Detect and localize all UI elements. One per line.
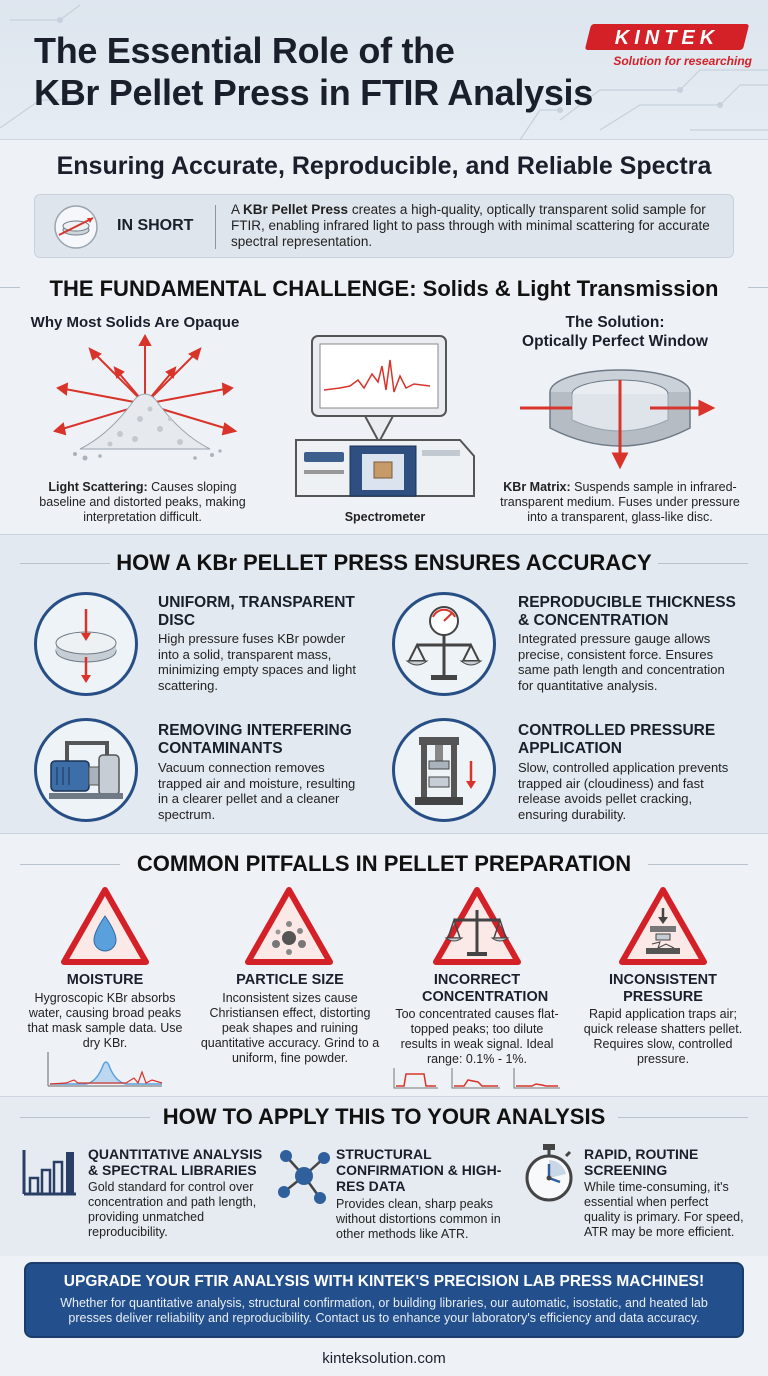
opaque-solids-heading: Why Most Solids Are Opaque [30,314,240,331]
pellet-icon [54,205,98,249]
pitfalls-section-title: COMMON PITFALLS IN PELLET PREPARATION [136,851,632,876]
solution-heading-line-2: Optically Perfect Window [522,333,708,350]
challenge-section-title: THE FUNDAMENTAL CHALLENGE: Solids & Ligh… [49,276,719,301]
kbr-matrix-caption-text: Suspends sample in infrared-transparent … [500,480,740,524]
vacuum-pump-icon [34,718,138,822]
molecule-icon [278,1150,330,1204]
footer-url[interactable]: kinteksolution.com [322,1350,446,1367]
press-warning-icon [619,887,707,965]
divider [618,1117,748,1118]
header: The Essential Role of the KBr Pellet Pre… [0,0,768,141]
in-short-label: IN SHORT [117,217,194,234]
spectrometer-caption: Spectrometer [344,510,426,524]
press-icon [392,718,496,822]
title-line-1: The Essential Role of the [34,30,455,71]
apply-item-text: Gold standard for control over concentra… [88,1180,257,1239]
pitfall-text: Inconsistent sizes cause Christiansen ef… [200,991,380,1065]
in-short-text: A KBr Pellet Press creates a high-qualit… [231,202,731,250]
kbr-window-illustration [520,369,716,470]
in-short-text-pre: A [231,202,244,217]
apply-section [0,1096,768,1256]
divider [215,205,216,249]
accuracy-section-title: HOW A KBr PELLET PRESS ENSURES ACCURACY [116,550,652,575]
pitfall-title-text: INCORRECT CONCENTRATION [422,972,549,1005]
accuracy-item-text: Vacuum connection removes trapped air an… [158,760,356,822]
pitfall-title: INCORRECT CONCENTRATION [392,972,562,1006]
pitfall-title: MOISTURE [66,972,144,988]
pitfall-text: Hygroscopic KBr absorbs water, causing b… [27,991,183,1050]
bar-chart-icon [22,1150,76,1196]
accuracy-item-title: REPRODUCIBLE THICKNESS & CONCENTRATION [518,594,736,629]
apply-section-title: HOW TO APPLY THIS TO YOUR ANALYSIS [162,1104,606,1129]
water-drop-warning-icon [61,887,149,965]
accuracy-item-title: CONTROLLED PRESSURE APPLICATION [518,722,716,757]
divider [0,287,20,288]
divider [658,563,748,564]
concentration-spectra-graphic [393,1068,560,1089]
cta-title: UPGRADE YOUR FTIR ANALYSIS WITH KINTEK'S… [63,1273,705,1290]
title-line-2: KBr Pellet Press in FTIR Analysis [34,72,593,113]
scattering-powder-illustration [52,333,238,461]
logo-tagline: Solution for researching [613,54,752,68]
kbr-matrix-caption: KBr Matrix: Suspends sample in infrared-… [495,480,745,525]
in-short-text-post: creates a high-quality, optically transp… [231,202,710,249]
scattering-caption-bold: Light Scattering: [48,480,148,494]
kintek-logo[interactable]: KINTEK Solution for researching [582,24,752,72]
pitfall-text: Rapid application traps air; quick relea… [583,1007,743,1066]
cta-text: Whether for quantitative analysis, struc… [60,1296,708,1325]
scale-warning-icon [433,887,521,965]
pitfall-title: PARTICLE SIZE [236,972,344,988]
accuracy-item-title: REMOVING INTERFERING CONTAMINANTS [158,722,352,757]
divider [20,864,120,865]
circuit-background [0,4,768,141]
divider [20,563,110,564]
gauge-scale-icon [392,592,496,696]
divider [648,864,748,865]
solution-heading-line-1: The Solution: [565,314,665,331]
scattering-caption-text: Causes sloping baseline and distorted pe… [39,480,246,524]
accuracy-item-text: Integrated pressure gauge allows precise… [518,631,725,693]
logo-text: KINTEK [614,27,720,49]
apply-item-text: Provides clean, sharp peaks without dist… [336,1197,501,1241]
in-short-text-bold: KBr Pellet Press [243,202,349,217]
pitfall-text: Too concentrated causes flat-topped peak… [395,1007,559,1066]
pitfall-title-text: INCONSISTENT PRESSURE [609,972,717,1005]
disc-icon [34,592,138,696]
cta-banner[interactable]: UPGRADE YOUR FTIR ANALYSIS WITH KINTEK'S… [24,1262,744,1338]
scattering-caption: Light Scattering: Causes sloping baselin… [30,480,255,525]
apply-item-title: QUANTITATIVE ANALYSIS & SPECTRAL LIBRARI… [88,1146,263,1178]
apply-item-title: STRUCTURAL CONFIRMATION & HIGH-RES DATA [336,1146,502,1194]
accuracy-item-text: Slow, controlled application prevents tr… [518,760,729,822]
accuracy-item-text: High pressure fuses KBr powder into a so… [158,631,356,693]
apply-item-title: RAPID, ROUTINE SCREENING [584,1146,699,1178]
apply-item-text: While time-consuming, it's essential whe… [584,1180,744,1239]
page-subtitle: Ensuring Accurate, Reproducible, and Rel… [56,152,712,180]
stopwatch-icon [525,1144,573,1202]
accuracy-item-title: UNIFORM, TRANSPARENT DISC [158,594,355,629]
pitfall-title: INCONSISTENT PRESSURE [578,972,748,1006]
divider [20,1117,150,1118]
kbr-matrix-caption-bold: KBr Matrix: [503,480,571,494]
particles-warning-icon [245,887,333,965]
in-short-box: IN SHORT A KBr Pellet Press creates a hi… [34,194,734,258]
spectrometer-illustration [295,335,475,497]
divider [748,287,768,288]
page-title: The Essential Role of the KBr Pellet Pre… [34,30,593,114]
moisture-spectrum-graphic [47,1052,163,1087]
solution-heading: The Solution: Optically Perfect Window [500,313,730,351]
